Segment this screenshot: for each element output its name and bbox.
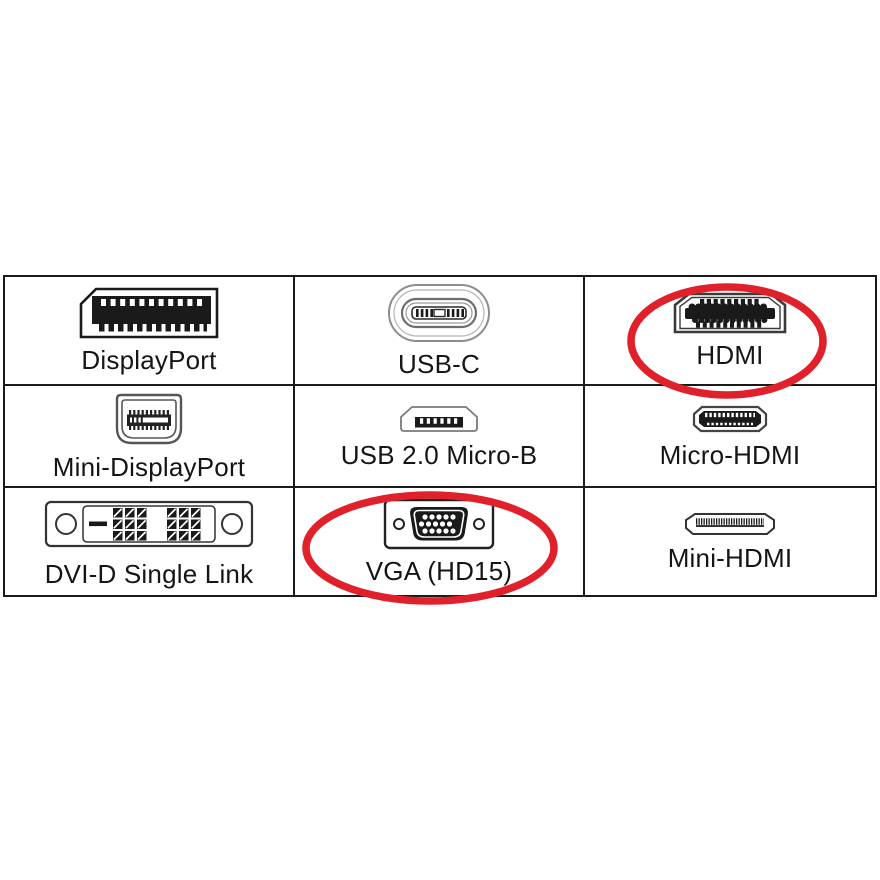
connector-label: VGA (HD15) [365, 556, 513, 586]
cell-displayport: DisplayPort [5, 277, 295, 386]
dvi-d-connector-icon [44, 500, 254, 548]
mini-hdmi-connector-icon [685, 513, 775, 535]
cell-mini-hdmi: Mini-HDMI [585, 488, 875, 595]
cell-usb-c: USB-C [295, 277, 585, 386]
cell-usb-micro-b: USB 2.0 Micro-B [295, 386, 585, 488]
usb-micro-b-connector-icon [400, 405, 478, 432]
cell-micro-hdmi: Micro-HDMI [585, 386, 875, 488]
connector-label: DisplayPort [81, 345, 217, 375]
usb-c-connector-icon [388, 284, 490, 342]
connector-label: Micro-HDMI [659, 439, 801, 470]
vga-connector-icon [383, 498, 495, 550]
hdmi-connector-icon [673, 292, 787, 334]
connector-label: USB 2.0 Micro-B [340, 439, 538, 470]
connector-label: HDMI [696, 340, 764, 370]
connector-label: DVI-D Single Link [44, 559, 254, 589]
cell-mini-displayport: Mini-DisplayPort [5, 386, 295, 488]
connector-label: Mini-HDMI [667, 543, 793, 573]
micro-hdmi-connector-icon [692, 405, 768, 432]
cell-dvi-d: DVI-D Single Link [5, 488, 295, 595]
connector-label: Mini-DisplayPort [52, 451, 246, 482]
connector-label: USB-C [398, 349, 480, 379]
mini-displayport-connector-icon [115, 393, 183, 444]
cell-hdmi: HDMI [585, 277, 875, 386]
displayport-connector-icon [79, 287, 219, 339]
connector-comparison-table: DisplayPort USB-C HDMI [3, 275, 877, 597]
cell-vga: VGA (HD15) [295, 488, 585, 595]
